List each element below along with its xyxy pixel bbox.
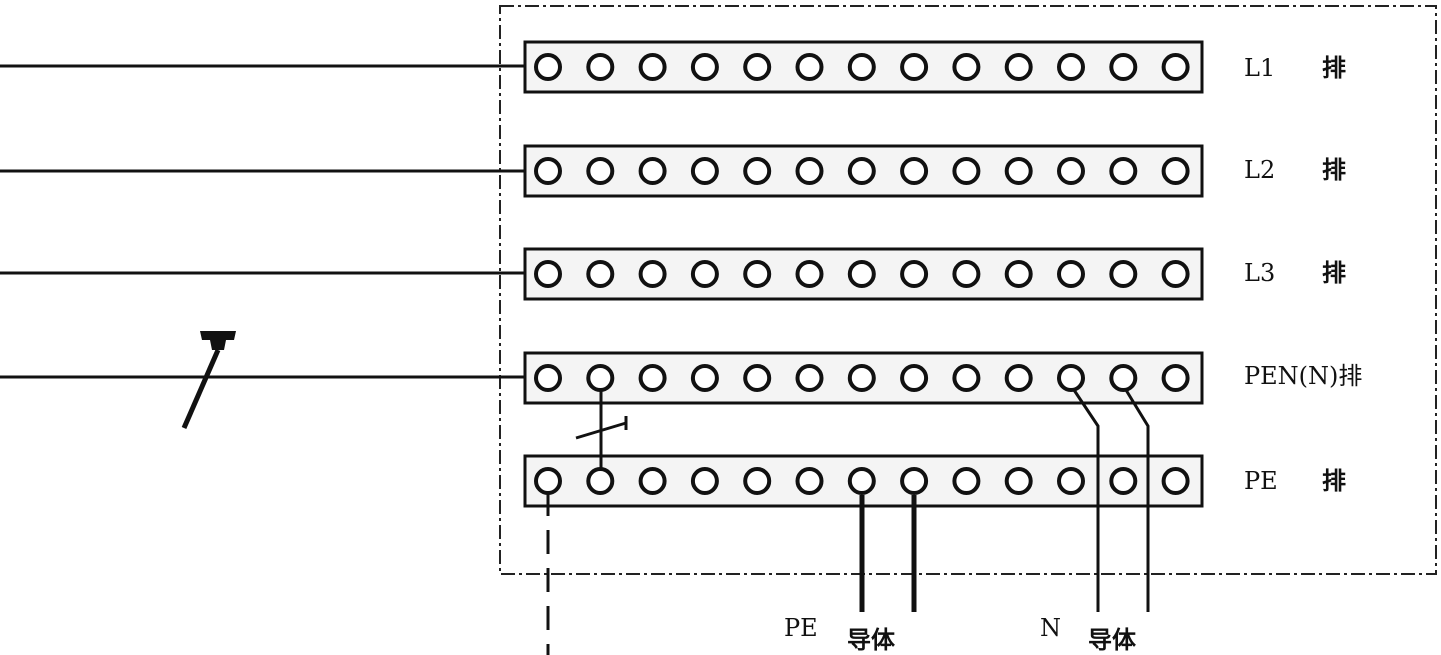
busbar-pen: PEN(N)排 [523, 351, 1362, 405]
busbar-pe: PE 排 [523, 454, 1346, 508]
busbar-label: L1 [1244, 54, 1275, 82]
terminal [795, 53, 824, 81]
terminal [586, 467, 615, 495]
terminal [534, 467, 562, 495]
terminal [690, 157, 719, 185]
busbar-label: L3 [1244, 259, 1275, 287]
terminal [847, 260, 876, 288]
terminal [1004, 260, 1033, 288]
terminal [743, 467, 772, 495]
terminal [534, 260, 562, 288]
distribution-box-enclosure [499, 5, 1437, 575]
terminal [534, 157, 562, 185]
terminal [1109, 260, 1138, 288]
terminal [1161, 157, 1190, 185]
n-conductor-prefix: N [1040, 614, 1061, 642]
pen-pe-link [575, 390, 628, 468]
busbar-layer: L1 排 L2 排 L3 排 PEN(N)排 PE 排 [523, 40, 1362, 508]
terminal [638, 53, 667, 81]
terminal [900, 260, 929, 288]
terminal [1004, 364, 1033, 392]
terminal [743, 157, 772, 185]
terminal [1004, 157, 1033, 185]
busbar-label: PEN(N)排 [1244, 362, 1362, 390]
terminal [1004, 467, 1033, 495]
terminal [1057, 53, 1085, 81]
terminal [638, 364, 667, 392]
terminal [900, 53, 929, 81]
terminal [900, 157, 929, 185]
busbar-suffix: 排 [1322, 155, 1346, 184]
terminal [952, 467, 981, 495]
terminal [586, 53, 615, 81]
busbar-l3: L3 排 [523, 247, 1346, 301]
terminal [1057, 260, 1085, 288]
terminal [952, 157, 981, 185]
terminal [795, 157, 824, 185]
busbar-suffix: 排 [1322, 53, 1346, 82]
pe-conductor-prefix: PE [784, 614, 818, 642]
busbar-l1: L1 排 [523, 40, 1346, 94]
earthing-symbol [181, 331, 236, 429]
terminal [1161, 53, 1190, 81]
terminal [586, 364, 615, 392]
terminal [586, 260, 615, 288]
terminal [1109, 157, 1138, 185]
terminal [847, 157, 876, 185]
terminal [900, 467, 929, 495]
n-conductor-1 [1072, 389, 1100, 612]
terminal [847, 364, 876, 392]
n-conductor-label: 导体 [1088, 625, 1137, 654]
terminal [586, 157, 615, 185]
terminal [1004, 53, 1033, 81]
terminal [1161, 260, 1190, 288]
terminal [743, 53, 772, 81]
terminal [795, 467, 824, 495]
busbar-body [523, 351, 1204, 405]
terminal [690, 364, 719, 392]
terminal [743, 260, 772, 288]
terminal [534, 53, 562, 81]
terminal [638, 157, 667, 185]
terminal [690, 260, 719, 288]
terminal [638, 260, 667, 288]
terminal [1109, 53, 1138, 81]
terminal [795, 260, 824, 288]
terminal [638, 467, 667, 495]
busbar-label: L2 [1244, 156, 1275, 184]
busbar-body [523, 144, 1204, 198]
terminal [690, 467, 719, 495]
busbar-suffix: 排 [1322, 258, 1346, 287]
terminal [1109, 364, 1138, 392]
terminal [847, 467, 876, 495]
terminal [534, 364, 562, 392]
terminal [847, 53, 876, 81]
busbar-suffix: 排 [1322, 466, 1346, 495]
terminal [795, 364, 824, 392]
n-conductor-2 [1124, 389, 1150, 612]
terminal [690, 53, 719, 81]
busbar-l2: L2 排 [523, 144, 1346, 198]
terminal [1057, 364, 1085, 392]
terminal [743, 364, 772, 392]
terminal [900, 364, 929, 392]
terminal [952, 364, 981, 392]
terminal [1161, 467, 1190, 495]
busbar-label: PE [1244, 467, 1278, 495]
terminal [952, 260, 981, 288]
pe-conductor-label: 导体 [847, 625, 896, 654]
terminal [1057, 157, 1085, 185]
terminal [1057, 467, 1085, 495]
terminal [1161, 364, 1190, 392]
terminal [952, 53, 981, 81]
terminal [1109, 467, 1138, 495]
